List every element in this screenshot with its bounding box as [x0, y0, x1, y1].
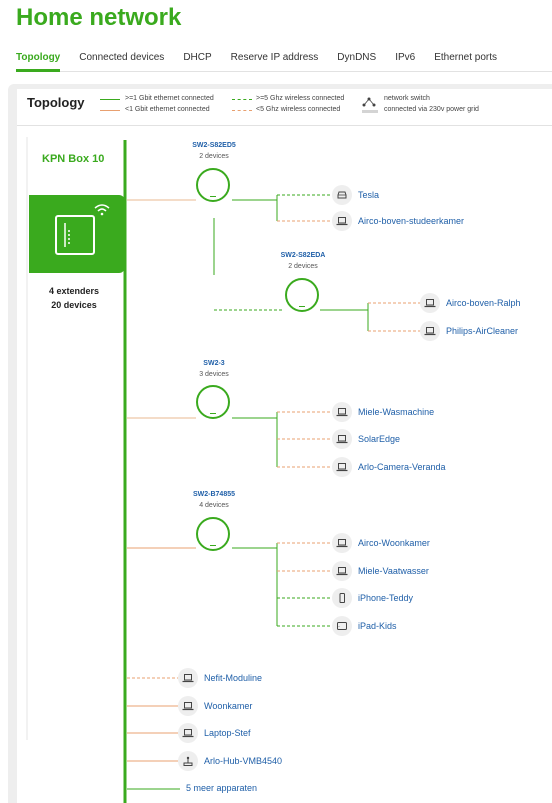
router-name: KPN Box 10: [42, 153, 105, 165]
phone-icon: [332, 588, 352, 608]
legend-sub-gbit-eth: <1 Gbit ethernet connected: [125, 106, 210, 113]
legend-line-wifi-lt5: [232, 110, 252, 111]
tab-connected-devices[interactable]: Connected devices: [79, 52, 165, 63]
device-item[interactable]: Miele-Vaatwasser: [332, 561, 429, 581]
device-item[interactable]: iPhone-Teddy: [332, 588, 413, 608]
legend-line-powerline: [362, 110, 378, 113]
laptop-icon: [420, 293, 440, 313]
extender-name[interactable]: SW2-B74855: [192, 491, 236, 498]
laptop-icon: [420, 321, 440, 341]
device-item[interactable]: SolarEdge: [332, 429, 400, 449]
page-title: Home network: [16, 4, 182, 31]
extender-node[interactable]: [196, 168, 230, 202]
device-name: iPhone-Teddy: [358, 593, 414, 603]
extender-node[interactable]: [196, 385, 230, 419]
extender-device-count: 2 devices: [288, 263, 318, 270]
extender-node[interactable]: [196, 517, 230, 551]
device-name: iPad-Kids: [358, 621, 397, 631]
more-devices-link[interactable]: 5 meer apparaten: [186, 783, 258, 793]
device-item[interactable]: Philips-AirCleaner: [420, 321, 518, 341]
device-name: Laptop-Stef: [204, 728, 251, 738]
legend-wifi5: >=5 Ghz wireless connected: [256, 95, 345, 102]
extender-name[interactable]: SW2-S82ED5: [192, 142, 236, 149]
laptop-icon: [332, 561, 352, 581]
device-name: Airco-boven-Ralph: [446, 298, 521, 308]
tab-bar: Topology Connected devices DHCP Reserve …: [16, 42, 552, 72]
device-item[interactable]: Airco-Woonkamer: [332, 533, 430, 553]
network-switch-icon: [362, 94, 376, 107]
extender-name[interactable]: SW2-3: [203, 360, 225, 367]
device-item[interactable]: Airco-boven-studeerkamer: [332, 211, 464, 231]
laptop-icon: [178, 668, 198, 688]
laptop-icon: [332, 533, 352, 553]
wifi-icon: [94, 204, 110, 216]
tab-dhcp[interactable]: DHCP: [183, 52, 212, 63]
tab-dyndns[interactable]: DynDNS: [337, 52, 377, 63]
legend-gbit-eth: >=1 Gbit ethernet connected: [125, 95, 214, 102]
legend-divider: [17, 125, 552, 126]
tab-reserve-ip[interactable]: Reserve IP address: [230, 52, 319, 63]
device-name: SolarEdge: [358, 434, 401, 444]
device-item[interactable]: Woonkamer: [178, 696, 252, 716]
laptop-icon: [332, 429, 352, 449]
device-item[interactable]: Tesla: [332, 185, 379, 205]
tab-ethernet-ports[interactable]: Ethernet ports: [434, 52, 498, 63]
legend-line-gbit: [100, 99, 120, 100]
device-name: Miele-Wasmachine: [358, 407, 435, 417]
laptop-icon: [178, 723, 198, 743]
device-item[interactable]: Nefit-Moduline: [178, 668, 262, 688]
tab-ipv6[interactable]: IPv6: [395, 52, 416, 63]
legend-powerline: connected via 230v power grid: [384, 106, 479, 113]
legend-switch: network switch: [384, 95, 430, 102]
device-item[interactable]: Arlo-Camera-Veranda: [332, 457, 446, 477]
car-icon: [332, 185, 352, 205]
legend-line-sub-gbit: [100, 110, 120, 111]
device-name: Woonkamer: [204, 701, 253, 711]
laptop-icon: [332, 402, 352, 422]
device-name: Arlo-Hub-VMB4540: [204, 756, 283, 766]
laptop-icon: [332, 211, 352, 231]
extender-device-count: 2 devices: [199, 153, 229, 160]
device-item[interactable]: Arlo-Hub-VMB4540: [178, 751, 282, 771]
legend-wifi-lt5: <5 Ghz wireless connected: [256, 106, 341, 113]
hub-icon: [178, 751, 198, 771]
extender-node[interactable]: [285, 278, 319, 312]
router-icon: [55, 215, 95, 255]
device-name: Airco-boven-studeerkamer: [358, 216, 465, 226]
device-name: Miele-Vaatwasser: [358, 566, 429, 576]
device-count: 20 devices: [51, 300, 97, 310]
device-name: Nefit-Moduline: [204, 673, 263, 683]
legend-line-wifi5: [232, 99, 252, 100]
extender-device-count: 4 devices: [199, 502, 229, 509]
laptop-icon: [332, 457, 352, 477]
device-name: Arlo-Camera-Veranda: [358, 462, 446, 472]
extender-name[interactable]: SW2-S82EDA: [280, 252, 326, 259]
device-item[interactable]: iPad-Kids: [332, 616, 397, 636]
laptop-icon: [178, 696, 198, 716]
device-name: Airco-Woonkamer: [358, 538, 430, 548]
topology-title: Topology: [27, 95, 85, 110]
device-name: Philips-AirCleaner: [446, 326, 519, 336]
tab-topology[interactable]: Topology: [16, 42, 61, 72]
device-item[interactable]: Airco-boven-Ralph: [420, 293, 521, 313]
device-item[interactable]: Miele-Wasmachine: [332, 402, 434, 422]
tablet-icon: [332, 616, 352, 636]
extender-device-count: 3 devices: [199, 371, 229, 378]
device-name: Tesla: [358, 190, 380, 200]
router-card[interactable]: [29, 195, 125, 273]
device-item[interactable]: Laptop-Stef: [178, 723, 251, 743]
extender-count: 4 extenders: [48, 286, 100, 296]
